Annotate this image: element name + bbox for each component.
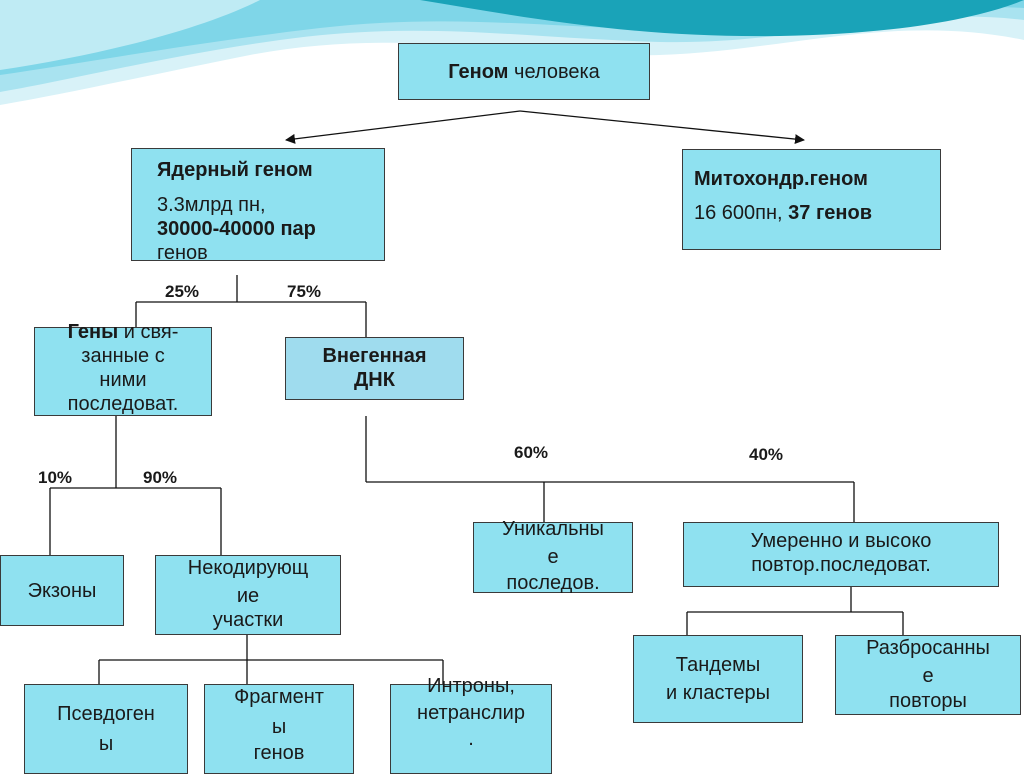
noncoding-line2: ие	[236, 585, 260, 607]
header-wave-decoration	[0, 0, 1024, 105]
nuclear-genome-genes: 30000-40000 пар	[157, 218, 316, 240]
genes-box: Гены и свя- занные с ними последоват.	[34, 321, 212, 416]
mito-genome-title: Митохондр.геном	[694, 168, 868, 190]
human-genome-title-rest: человека	[508, 61, 600, 83]
tandems-line2: и кластеры	[665, 682, 771, 704]
extragenic-line2: ДНК	[354, 369, 395, 391]
scattered-line1: Разбросанны	[866, 637, 990, 659]
mito-genome-box: Митохондр.геном 16 600пн, 37 генов	[682, 149, 941, 250]
pseudogenes-box: Псевдоген ы	[24, 684, 188, 774]
pct-10: 10%	[38, 468, 73, 487]
introns-line2: нетранслир	[417, 702, 525, 724]
human-genome-box: Геном человека	[398, 43, 650, 100]
introns-line3: .	[468, 728, 474, 750]
repeats-line1: Умеренно и высоко	[750, 530, 932, 552]
scattered-line2: е	[922, 665, 934, 687]
extragenic-dna-box: Внегенная ДНК	[285, 337, 464, 400]
scattered-line3: повторы	[889, 690, 967, 712]
scattered-box: Разбросанны е повторы	[835, 635, 1021, 715]
exons-label: Экзоны	[27, 580, 97, 602]
gene-fragments-box: Фрагмент ы генов	[204, 684, 354, 774]
tandems-box: Тандемы и кластеры	[633, 635, 803, 723]
noncoding-box: Некодирующ ие участки	[155, 555, 341, 635]
tandems-line1: Тандемы	[675, 654, 761, 676]
pct-40: 40%	[749, 445, 784, 464]
nuclear-genome-size: 3.3млрд пн,	[157, 194, 266, 216]
genes-line3: ними	[99, 369, 147, 391]
mito-genome-genes: 37 генов	[788, 202, 873, 224]
pct-25: 25%	[165, 282, 200, 301]
unique-line3: последов.	[506, 572, 600, 594]
unique-line1: Уникальны	[502, 518, 604, 540]
repeats-box: Умеренно и высоко повтор.последоват.	[683, 522, 999, 587]
introns-box: Интроны, нетранслир .	[390, 675, 552, 774]
noncoding-line3: участки	[212, 609, 284, 631]
noncoding-line1: Некодирующ	[187, 557, 309, 579]
pseudogenes-line1: Псевдоген	[57, 703, 155, 725]
nuclear-genome-box: Ядерный геном 3.3млрд пн, 30000-40000 па…	[131, 148, 385, 264]
fragments-line3: генов	[253, 742, 305, 764]
human-genome-title-bold: Геном	[448, 61, 509, 83]
unique-line2: е	[547, 546, 559, 568]
genes-title-rest: и свя-	[118, 321, 179, 343]
fragments-line1: Фрагмент	[234, 686, 324, 708]
pct-60: 60%	[514, 443, 549, 462]
genes-title-bold: Гены	[67, 321, 119, 343]
nuclear-genome-title: Ядерный геном	[157, 159, 313, 181]
genes-line2: занные с	[81, 345, 165, 367]
genes-line4: последоват.	[67, 393, 179, 415]
mito-genome-size: 16 600пн,	[694, 202, 789, 224]
pseudogenes-line2: ы	[98, 733, 114, 755]
extragenic-line1: Внегенная	[322, 345, 427, 367]
unique-seq-box: Уникальны е последов.	[473, 518, 633, 594]
nuclear-genome-genes-cont: генов	[157, 242, 208, 264]
repeats-line2: повтор.последоват.	[751, 554, 931, 576]
introns-line1: Интроны,	[427, 675, 515, 697]
fragments-line2: ы	[271, 716, 287, 738]
exons-box: Экзоны	[0, 555, 124, 626]
pct-75: 75%	[287, 282, 322, 301]
pct-90: 90%	[143, 468, 178, 487]
